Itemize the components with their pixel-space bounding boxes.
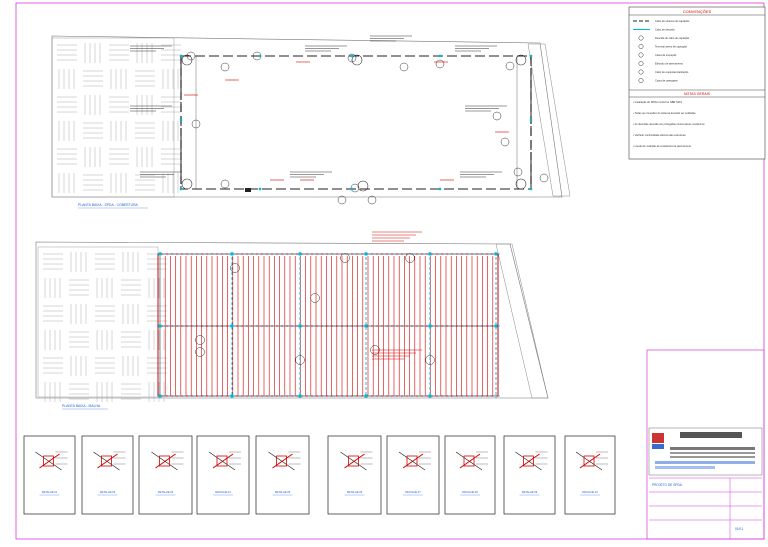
plan-2-label: PLANTA BAIXA - MALHA — [62, 404, 101, 408]
descent-circle — [181, 54, 193, 66]
plan-2-left-pattern — [43, 252, 167, 402]
plan-2-red-hatch — [157, 253, 499, 397]
marker-circle — [186, 51, 196, 61]
sheet-frame — [15, 2, 765, 540]
legend-note: • As descidas deverão ser protegidas con… — [633, 122, 705, 126]
plan-1-left-block — [51, 37, 175, 198]
detail-label: DETALHE 02 — [100, 490, 116, 494]
descent-circle — [515, 178, 527, 190]
detail-panel: DETALHE 02 — [81, 435, 134, 515]
plan-1-roof: PLANTA BAIXA - SPDA - COBERTURA — [51, 35, 571, 209]
legend-item-label: Cabo do sistema de captação — [655, 19, 690, 23]
title-block-sheet: 01/01 — [735, 527, 743, 531]
plan-2-cyan-mesh — [158, 231, 500, 398]
legend-item-label: Caixa de inspeção — [655, 53, 677, 57]
detail-panel: DETALHE 10 — [564, 435, 616, 515]
plan-1-label: PLANTA BAIXA - SPDA - COBERTURA — [78, 203, 139, 207]
detail-label: DETALHE 08 — [462, 490, 478, 494]
marker-circle — [367, 195, 377, 205]
detail-panel: DETALHE 04 — [196, 435, 250, 515]
marker-circle — [220, 62, 230, 72]
detail-label: DETALHE 01 — [42, 490, 58, 494]
detail-label: DETALHE 06 — [347, 490, 363, 494]
marker-circle — [337, 195, 347, 205]
legend-note: • Todas as conexões do sistema deverão s… — [633, 111, 696, 115]
marker-circle — [513, 167, 523, 177]
descent-circle — [181, 178, 193, 190]
detail-label: DETALHE 07 — [405, 490, 421, 494]
marker-circle — [435, 59, 445, 69]
marker-circle — [539, 173, 549, 183]
legend-item-label: Caixa de passagem — [655, 79, 678, 83]
detail-panel: DETALHE 05 — [255, 435, 310, 515]
plan-1-mesh — [180, 55, 532, 190]
detail-panel: DETALHE 08 — [444, 435, 496, 515]
marker-circle — [399, 62, 409, 72]
legend-item-label: Cabo de equipotencialização — [655, 70, 689, 74]
legend-panel: CONVENÇÕES Cabo do sistema de captaçãoCa… — [628, 6, 766, 160]
plan-1-left-pattern — [57, 43, 181, 193]
detail-panel: DETALHE 06 — [327, 435, 382, 515]
legend-item-label: Terminal aéreo de captação — [655, 45, 688, 49]
legend-item-label: Eletrodo de aterramento — [655, 62, 684, 66]
legend-notes: • Instalação do SPDA conforme NBR 5419 • … — [633, 100, 705, 148]
detail-panel: DETALHE 09 — [503, 435, 556, 515]
detail-label: DETALHE 09 — [522, 490, 538, 494]
plan-1-markers — [130, 35, 549, 205]
legend-item-label: Cabo de descida — [655, 28, 675, 32]
marker-circle — [191, 119, 201, 129]
detail-panel: DETALHE 01 — [23, 435, 76, 515]
legend-item-label: Descida de cabo de captação — [655, 36, 690, 40]
plan-2-outline — [35, 241, 549, 399]
marker-circle — [505, 61, 515, 71]
legend-note: • Instalação do SPDA conforme NBR 5419 — [633, 100, 682, 104]
legend-note: • Laudo de medição de resistência de ate… — [633, 144, 692, 148]
title-block: PROJETO DE SPDA 01/01 — [646, 349, 765, 540]
detail-label: DETALHE 03 — [158, 490, 174, 494]
legend-title: CONVENÇÕES — [683, 9, 712, 14]
detail-label: DETALHE 04 — [215, 490, 231, 494]
detail-label: DETALHE 10 — [582, 490, 598, 494]
marker-circle — [220, 179, 230, 189]
title-block-project: PROJETO DE SPDA — [652, 483, 683, 487]
plan-2-left-block — [37, 246, 159, 398]
marker-circle — [492, 111, 502, 121]
detail-panel: DETALHE 07 — [386, 435, 440, 515]
detail-panels: DETALHE 01 DETALHE 02 DETALHE 03 DETALHE 04… — [23, 435, 616, 515]
detail-panel: DETALHE 03 — [138, 435, 193, 515]
descent-circle — [515, 54, 527, 66]
marker-circle — [347, 53, 357, 63]
legend-notes-title: NOTAS GERAIS — [684, 92, 711, 96]
detail-label: DETALHE 05 — [275, 490, 291, 494]
descent-circle — [357, 180, 369, 192]
legend-note: • Verificar continuidade elétrica das es… — [633, 133, 686, 137]
descent-circle — [351, 54, 363, 66]
marker-circle — [500, 137, 510, 147]
plan-2-mesh: PLANTA BAIXA - MALHA — [35, 231, 549, 410]
